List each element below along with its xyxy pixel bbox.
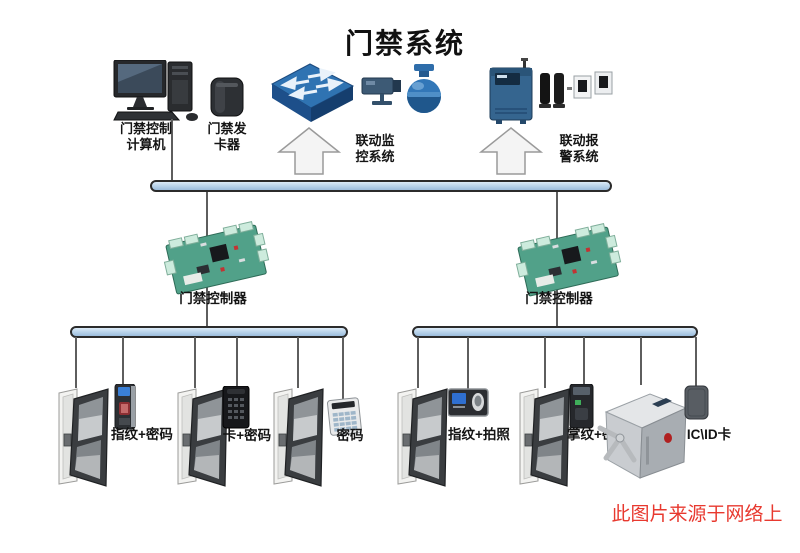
drop-line <box>236 337 238 389</box>
card-issuer-icon <box>210 77 244 117</box>
card-keypad-icon <box>222 386 250 429</box>
right-sub-bus-bar <box>412 326 698 338</box>
computer-icon <box>113 60 198 121</box>
alarm-panel-icon <box>489 58 533 124</box>
alarm-link-label: 联动报 警系统 <box>559 133 599 164</box>
reader-label: 密码 <box>336 428 364 443</box>
up-arrow-icon <box>276 127 342 175</box>
network-switch-icon <box>270 63 355 122</box>
controller-board-icon <box>515 223 622 297</box>
drop-line <box>342 337 344 399</box>
left-controller-label: 门禁控制器 <box>179 291 247 306</box>
palm-reader-icon <box>569 384 594 429</box>
drop-line <box>122 337 124 387</box>
main-bus-bar <box>150 180 612 192</box>
drop-line <box>297 337 299 388</box>
ic-id-reader-icon <box>684 385 709 420</box>
monitor-link-label: 联动监 控系统 <box>355 133 395 164</box>
reader-label: IC\ID卡 <box>686 427 732 442</box>
reader-label: 指纹+拍照 <box>448 427 510 442</box>
left-sub-bus-bar <box>70 326 348 338</box>
reader-label: 指纹+密码 <box>111 427 173 442</box>
door-sensors-icon <box>573 71 613 99</box>
fingerprint-camera-reader-icon <box>448 388 489 417</box>
password-keypad-icon <box>327 397 362 436</box>
fingerprint-reader-icon <box>114 384 136 430</box>
dome-camera-icon <box>407 64 441 113</box>
controller-board-icon <box>163 221 270 295</box>
computer-label: 门禁控制 计算机 <box>119 121 172 152</box>
watermark-text: 此图片来源于网络上 <box>611 504 783 525</box>
cctv-camera-icon <box>361 77 401 105</box>
up-arrow-icon <box>478 127 544 175</box>
drop-line <box>695 337 697 387</box>
drop-line <box>544 337 546 388</box>
drop-line <box>194 337 196 388</box>
drop-line <box>467 337 469 389</box>
drop-line <box>417 337 419 388</box>
alarm-sensors-icon <box>539 73 572 108</box>
reader-label: 卡+密码 <box>222 428 272 443</box>
computer-to-bus-line <box>171 119 173 182</box>
right-controller-label: 门禁控制器 <box>525 291 593 306</box>
drop-line <box>583 337 585 387</box>
turnstile-icon <box>597 393 688 479</box>
door-icon <box>271 385 327 489</box>
page-title: 门禁系统 <box>344 28 465 59</box>
card-issuer-label: 门禁发 卡器 <box>207 121 247 152</box>
drop-line <box>640 337 642 385</box>
drop-line <box>75 337 77 388</box>
